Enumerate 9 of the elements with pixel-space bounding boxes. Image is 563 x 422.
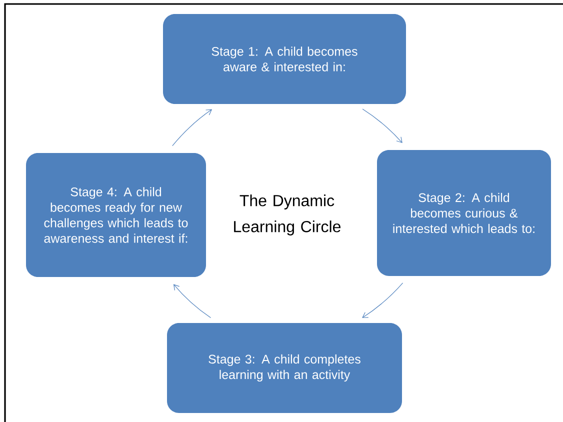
stage-box: Stage 2: A child becomes curious & interested which leads to:: [377, 150, 551, 276]
arrow: [362, 282, 404, 318]
stage-box: Stage 4: A child becomes ready for new challenges which leads to awareness and interest if:: [26, 153, 206, 277]
stage-box: Stage 3: A child completes learning with an activity: [167, 322, 402, 413]
stage-box: Stage 1: A child becomes aware & interested in:: [163, 14, 406, 104]
arrow: [173, 284, 212, 318]
center-title: The Dynamic Learning Circle: [234, 194, 340, 236]
arrow: [172, 109, 212, 146]
arrow: [362, 108, 402, 144]
